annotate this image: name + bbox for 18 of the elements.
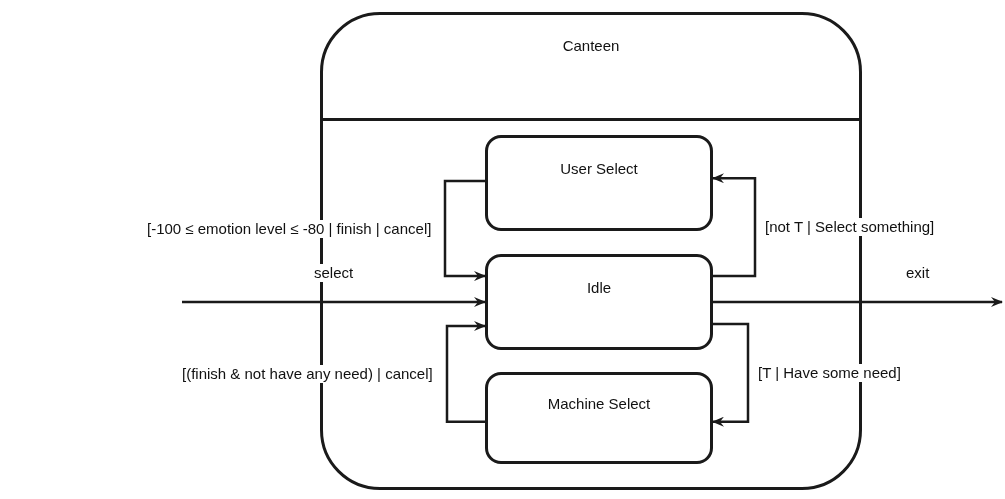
transition-arrow <box>182 297 486 307</box>
transition-arrow <box>445 321 486 423</box>
transition-arrow <box>712 322 750 427</box>
edge-label: [not T | Select something] <box>763 218 937 237</box>
state-box <box>485 254 713 350</box>
edge-label: [(finish & not have any need) | cancel] <box>180 364 435 383</box>
state-box <box>485 372 713 464</box>
edge-label: [T | Have some need] <box>756 363 903 382</box>
edge-label: select <box>312 264 356 282</box>
transition-arrow <box>443 179 486 282</box>
state-name: User Select <box>559 160 639 177</box>
state-name: Machine Select <box>546 395 652 412</box>
state-box <box>485 135 713 231</box>
transition-arrow <box>712 173 757 278</box>
state-name: Canteen <box>561 37 621 54</box>
state-name: Idle <box>585 279 613 296</box>
edge-label: [-100 ≤ emotion level ≤ -80 | finish | cancel] <box>145 219 434 238</box>
transition-arrow <box>713 297 1003 307</box>
